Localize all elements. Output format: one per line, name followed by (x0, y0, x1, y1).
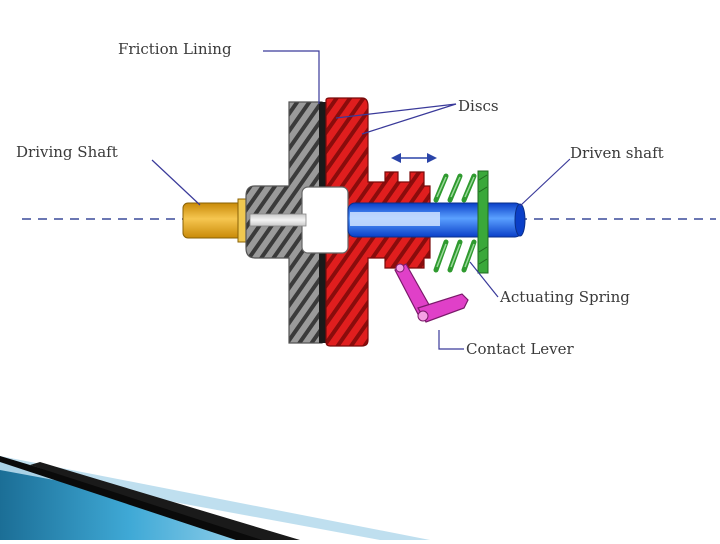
inner-shaft (249, 213, 307, 227)
label-contact-lever: Contact Lever (466, 340, 574, 358)
label-actuating-spring: Actuating Spring (500, 288, 630, 306)
bottom-decoration (0, 456, 430, 540)
label-discs: Discs (458, 97, 499, 115)
contact-lever (394, 263, 469, 323)
label-driven-shaft: Driven shaft (570, 144, 664, 162)
label-driving-shaft: Driving Shaft (16, 143, 118, 161)
label-friction-lining: Friction Lining (118, 40, 232, 58)
coupling-block (301, 186, 349, 254)
driving-shaft (182, 202, 246, 239)
leader-lines (151, 50, 571, 350)
double-headed-arrow-icon (391, 153, 437, 163)
driven-shaft-core (350, 212, 440, 226)
spring-retainer (477, 170, 489, 274)
driven-shaft-end (514, 203, 526, 237)
